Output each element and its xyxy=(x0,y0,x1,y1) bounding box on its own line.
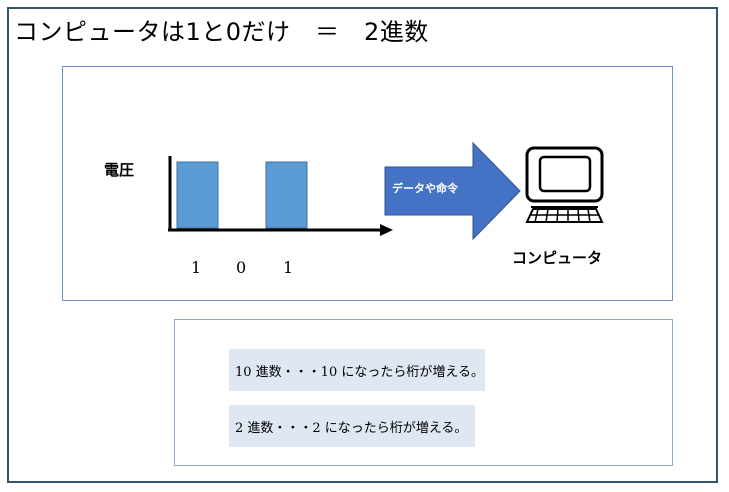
slide-title: コンピュータは1と0だけ ＝ 2進数 xyxy=(14,18,429,46)
bit-label-2: 0 xyxy=(236,258,247,277)
note-decimal: 10 進数・・・10 になったら桁が増える。 xyxy=(229,349,485,391)
voltage-label: 電圧 xyxy=(104,161,135,179)
bit-label-1: 1 xyxy=(191,258,202,277)
note-binary: 2 進数・・・2 になったら桁が増える。 xyxy=(229,405,475,447)
bit-label-3: 1 xyxy=(283,258,294,277)
pulse-bar-2 xyxy=(265,161,308,229)
arrow-label: データや命令 xyxy=(392,182,458,195)
computer-icon xyxy=(525,146,604,223)
x-axis-arrowhead xyxy=(380,224,393,236)
computer-label: コンピュータ xyxy=(512,249,603,267)
data-arrow xyxy=(384,141,521,241)
pulse-bar-1 xyxy=(176,161,219,229)
